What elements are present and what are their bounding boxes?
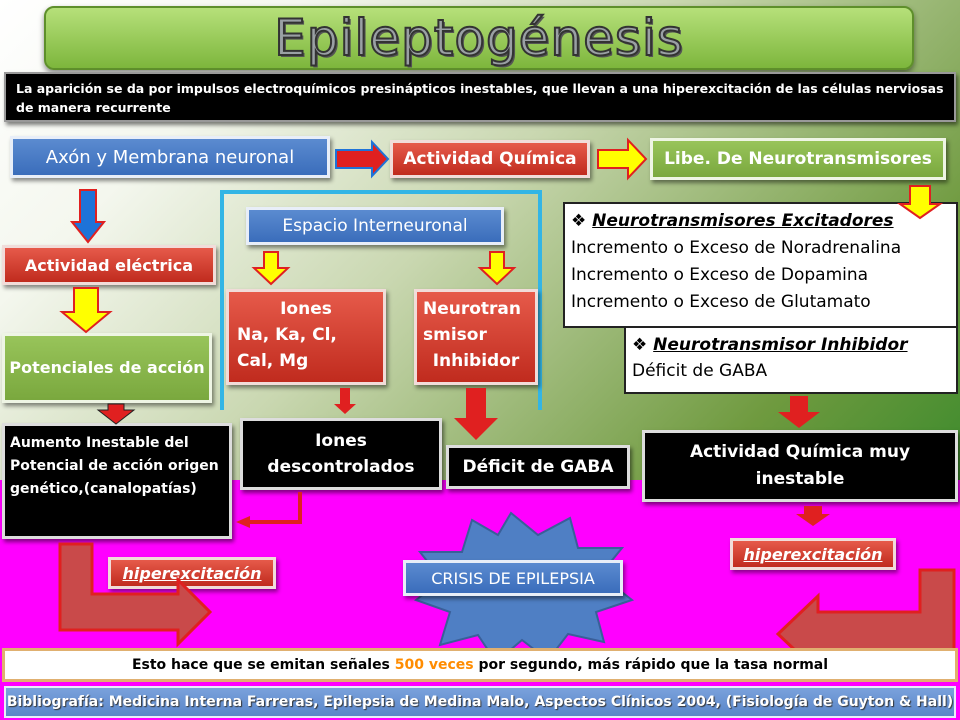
footer-highlight: 500 veces [394, 657, 474, 673]
hiperexcitacion-left-box: hiperexcitación [108, 557, 276, 589]
actividad-inestable-box: Actividad Química muy inestable [642, 430, 958, 502]
intro-box: La aparición se da por impulsos electroq… [4, 72, 956, 122]
potenciales-box: Potenciales de acción [2, 333, 212, 403]
bibliografia-label: Bibliografía: Medicina Interna Farreras,… [6, 694, 954, 710]
iones-descontrolados-label: Iones descontrolados [267, 431, 415, 477]
deficit-gaba-label: Déficit de GABA [462, 457, 614, 477]
hiperexcitacion-left-label: hiperexcitación [122, 563, 262, 583]
neuro-line-1: Neurotran [423, 299, 522, 319]
inhibidor-line-1: Déficit de GABA [632, 361, 768, 381]
excitadores-box: ❖ Neurotransmisores Excitadores Incremen… [563, 202, 958, 328]
iones-line-3: Cal, Mg [237, 351, 309, 371]
actividad-inestable-label: Actividad Química muy inestable [689, 442, 911, 489]
actividad-electrica-box: Actividad eléctrica [2, 245, 216, 285]
hiperexcitacion-right-box: hiperexcitación [730, 538, 896, 570]
diamond-bullet-icon: ❖ [632, 335, 648, 355]
crisis-box: CRISIS DE EPILEPSIA [403, 560, 623, 596]
actividad-quimica-box: Actividad Química [390, 140, 590, 178]
excitadores-line-2: Incremento o Exceso de Dopamina [571, 265, 869, 285]
neuro-line-3: Inhibidor [432, 351, 520, 371]
inhibidor-title: Neurotransmisor Inhibidor [653, 335, 908, 355]
iones-line-2: Na, Ka, Cl, [237, 325, 337, 345]
aumento-box: Aumento Inestable del Potencial de acció… [2, 423, 232, 539]
iones-descontrolados-box: Iones descontrolados [240, 418, 442, 490]
aumento-label: Aumento Inestable del Potencial de acció… [10, 435, 219, 497]
excitadores-heading: ❖ Neurotransmisores Excitadores [571, 208, 950, 235]
potenciales-label: Potenciales de acción [9, 358, 205, 377]
crisis-label: CRISIS DE EPILEPSIA [431, 568, 595, 588]
excitadores-line-1: Incremento o Exceso de Noradrenalina [571, 238, 902, 258]
actividad-quimica-label: Actividad Química [403, 149, 577, 169]
hiperexcitacion-right-label: hiperexcitación [743, 544, 883, 564]
footer-after: por segundo, más rápido que la tasa norm… [473, 657, 829, 673]
actividad-electrica-label: Actividad eléctrica [24, 255, 194, 275]
axon-label: Axón y Membrana neuronal [45, 146, 295, 168]
deficit-gaba-box: Déficit de GABA [446, 445, 630, 489]
neurotransmisor-box: Neurotran smisor Inhibidor [414, 289, 538, 385]
iones-line-1: Iones [280, 299, 332, 319]
espacio-label: Espacio Interneuronal [282, 216, 468, 236]
intro-text: La aparición se da por impulsos electroq… [16, 81, 944, 115]
footer-box: Esto hace que se emitan señales 500 vece… [2, 648, 958, 682]
excitadores-line-3: Incremento o Exceso de Glutamato [571, 292, 871, 312]
libe-box: Libe. De Neurotransmisores [650, 138, 946, 180]
page-title: Epileptogénesis [273, 8, 684, 68]
inhibidor-box: ❖ Neurotransmisor Inhibidor Déficit de G… [624, 326, 958, 394]
diamond-bullet-icon: ❖ [571, 211, 587, 231]
espacio-box: Espacio Interneuronal [246, 207, 504, 245]
iones-box: Iones Na, Ka, Cl, Cal, Mg [226, 289, 386, 385]
bibliografia-box: Bibliografía: Medicina Interna Farreras,… [4, 686, 956, 718]
title-bar: Epileptogénesis [44, 6, 914, 70]
axon-box: Axón y Membrana neuronal [10, 136, 330, 178]
excitadores-title: Neurotransmisores Excitadores [592, 211, 894, 231]
footer-before: Esto hace que se emitan señales [131, 657, 395, 673]
neuro-line-2: smisor [423, 325, 487, 345]
interneuronal-bracket [220, 190, 542, 410]
libe-label: Libe. De Neurotransmisores [664, 149, 932, 169]
inhibidor-heading: ❖ Neurotransmisor Inhibidor [632, 332, 950, 358]
